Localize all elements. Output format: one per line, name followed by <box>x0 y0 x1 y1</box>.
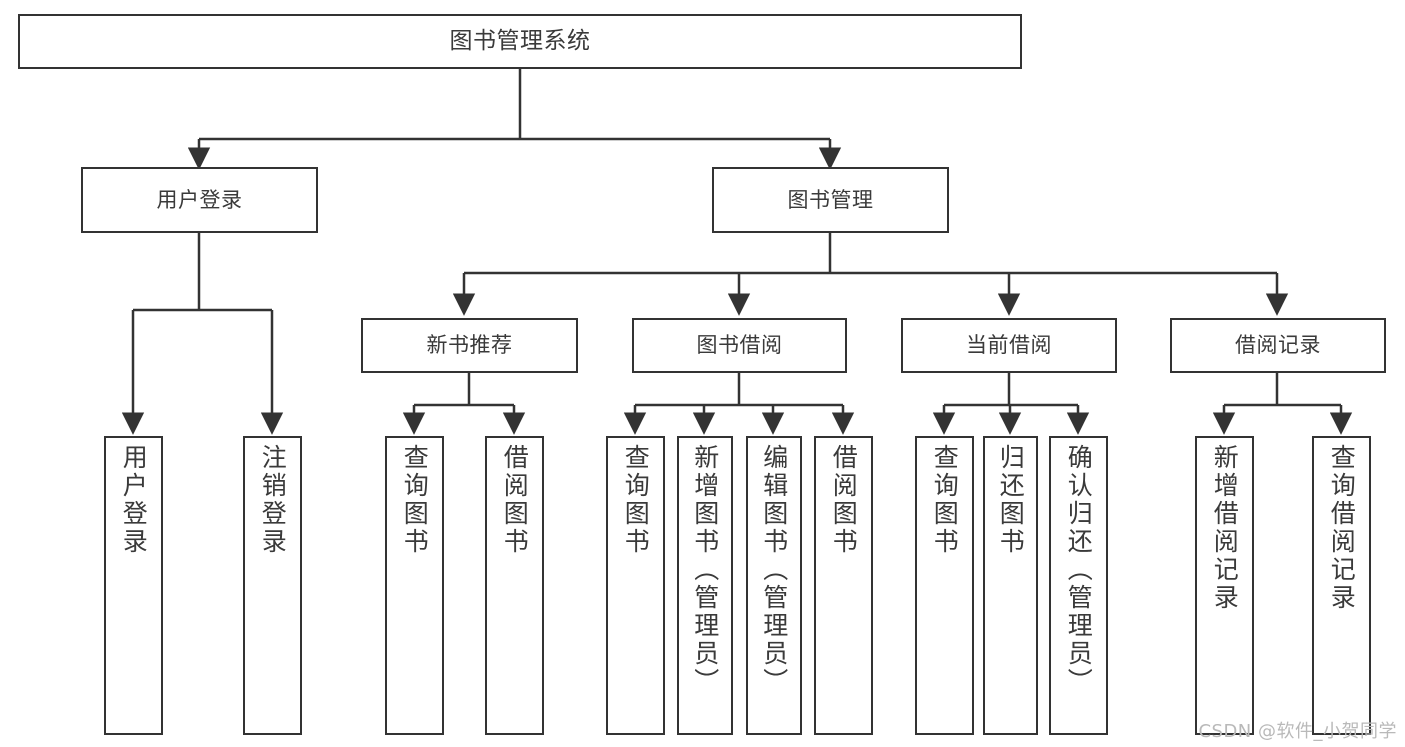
node-label: 借阅图书 <box>500 444 530 556</box>
leaf-current-borrow-return[interactable]: 归还图书 <box>983 436 1038 735</box>
leaf-book-borrow-add[interactable]: 新增图书（管理员） <box>677 436 733 735</box>
node-root-system[interactable]: 图书管理系统 <box>18 14 1022 69</box>
node-label: 用户登录 <box>119 444 149 556</box>
leaf-current-borrow-query[interactable]: 查询图书 <box>915 436 974 735</box>
node-label: 查询图书 <box>621 444 651 556</box>
node-label: 图书管理系统 <box>449 27 591 54</box>
node-label: 借阅记录 <box>1235 333 1321 358</box>
node-book-borrow[interactable]: 图书借阅 <box>632 318 847 373</box>
node-new-book-recommend[interactable]: 新书推荐 <box>361 318 578 373</box>
node-borrow-record[interactable]: 借阅记录 <box>1170 318 1386 373</box>
leaf-book-borrow-query[interactable]: 查询图书 <box>606 436 665 735</box>
node-label: 注销登录 <box>258 444 288 556</box>
node-current-borrow[interactable]: 当前借阅 <box>901 318 1117 373</box>
leaf-new-book-borrow[interactable]: 借阅图书 <box>485 436 544 735</box>
node-user-login[interactable]: 用户登录 <box>81 167 318 233</box>
node-label: 图书管理 <box>787 187 874 212</box>
node-label: 借阅图书 <box>829 444 859 556</box>
leaf-user-login-signin[interactable]: 用户登录 <box>104 436 163 735</box>
node-label: 查询借阅记录 <box>1327 444 1357 612</box>
node-label: 查询图书 <box>400 444 430 556</box>
node-label: 用户登录 <box>156 187 243 212</box>
leaf-book-borrow-lend[interactable]: 借阅图书 <box>814 436 873 735</box>
csdn-watermark: CSDN @软件_小贺同学 <box>1198 721 1397 742</box>
node-label: 新增借阅记录 <box>1210 444 1240 612</box>
leaf-borrow-record-add[interactable]: 新增借阅记录 <box>1195 436 1254 735</box>
node-label: 新增图书（管理员） <box>690 444 720 696</box>
leaf-current-borrow-confirm[interactable]: 确认归还（管理员） <box>1049 436 1108 735</box>
leaf-book-borrow-edit[interactable]: 编辑图书（管理员） <box>746 436 802 735</box>
node-label: 新书推荐 <box>426 333 513 358</box>
node-label: 确认归还（管理员） <box>1064 444 1094 696</box>
node-label: 查询图书 <box>930 444 960 556</box>
leaf-new-book-query[interactable]: 查询图书 <box>385 436 444 735</box>
node-label: 编辑图书（管理员） <box>759 444 789 696</box>
leaf-user-login-signout[interactable]: 注销登录 <box>243 436 302 735</box>
node-label: 归还图书 <box>996 444 1026 556</box>
node-label: 当前借阅 <box>966 333 1052 358</box>
leaf-borrow-record-query[interactable]: 查询借阅记录 <box>1312 436 1371 735</box>
node-label: 图书借阅 <box>696 333 783 358</box>
node-book-manage[interactable]: 图书管理 <box>712 167 949 233</box>
